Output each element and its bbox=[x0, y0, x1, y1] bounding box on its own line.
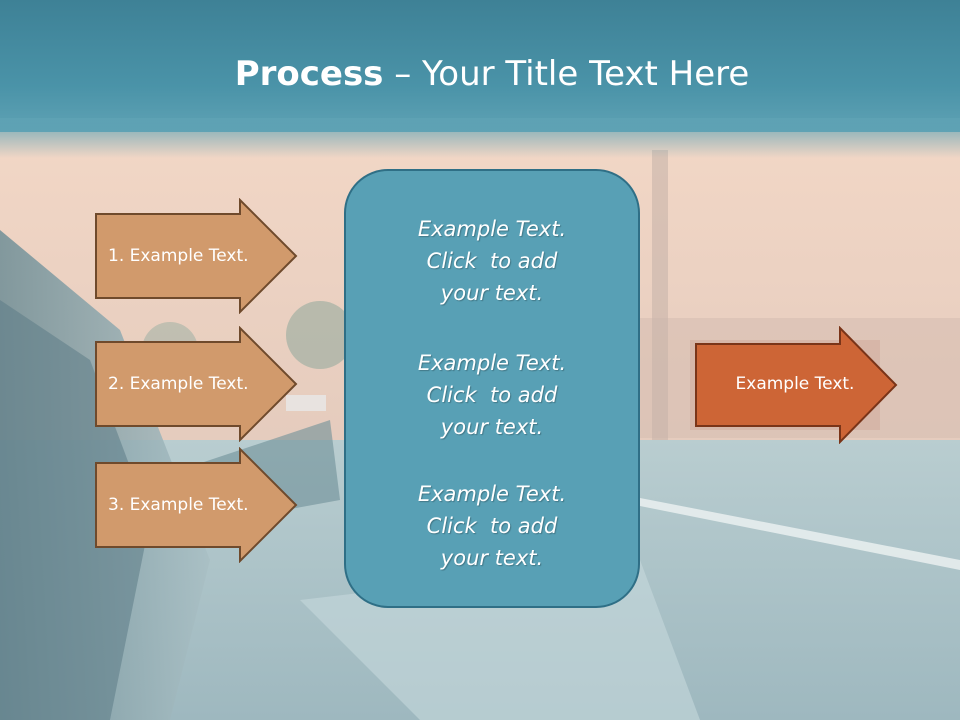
center-block-1[interactable]: Example Text. Click to add your text. bbox=[344, 213, 640, 309]
center-block-3-line2: Click to add bbox=[426, 514, 558, 538]
header-fade bbox=[0, 118, 960, 158]
step-label-3: 3. Example Text. bbox=[108, 495, 249, 515]
result-arrow[interactable] bbox=[694, 326, 900, 444]
step-arrow-1[interactable] bbox=[94, 198, 300, 314]
step-label-2: 2. Example Text. bbox=[108, 374, 249, 394]
slide-title[interactable]: Process – Your Title Text Here bbox=[0, 52, 960, 96]
center-block-1-line1: Example Text. bbox=[417, 217, 567, 241]
center-block-2-line2: Click to add bbox=[426, 383, 558, 407]
center-block-2-line1: Example Text. bbox=[417, 351, 567, 375]
center-text-box[interactable] bbox=[344, 169, 640, 608]
center-block-1-line2: Click to add bbox=[426, 249, 558, 273]
result-label: Example Text. bbox=[735, 374, 855, 394]
step-arrow-3[interactable] bbox=[94, 447, 300, 563]
step-arrow-2[interactable] bbox=[94, 326, 300, 442]
center-block-3-line3: your text. bbox=[440, 546, 544, 570]
center-block-3[interactable]: Example Text. Click to add your text. bbox=[344, 478, 640, 574]
title-bold: Process bbox=[234, 54, 384, 94]
center-block-2[interactable]: Example Text. Click to add your text. bbox=[344, 347, 640, 443]
step-label-1: 1. Example Text. bbox=[108, 246, 249, 266]
header-band bbox=[0, 0, 960, 132]
title-rest: – Your Title Text Here bbox=[383, 54, 750, 94]
center-block-1-line3: your text. bbox=[440, 281, 544, 305]
center-block-2-line3: your text. bbox=[440, 415, 544, 439]
center-block-3-line1: Example Text. bbox=[417, 482, 567, 506]
